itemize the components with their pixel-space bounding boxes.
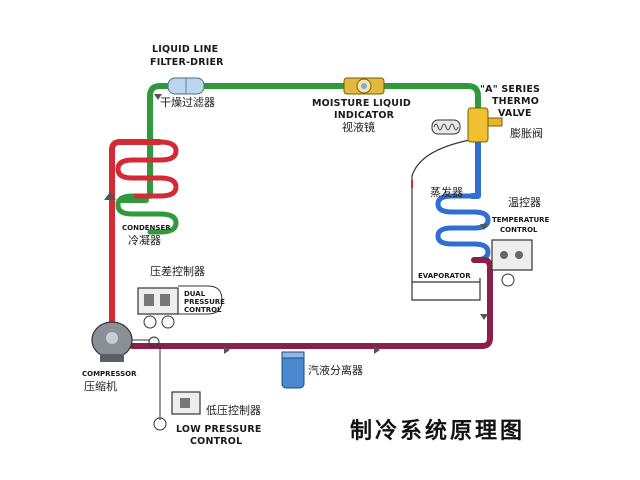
valve-cn: 膨胀阀	[510, 126, 543, 140]
filter-drier-en-1: LIQUID LINE	[152, 44, 218, 55]
compressor-label: COMPRESSOR 压缩机	[82, 370, 137, 393]
sight-glass-icon	[343, 77, 385, 95]
flow-arrows	[104, 94, 488, 354]
sight-glass-en-2: INDICATOR	[334, 110, 395, 121]
temp-control-en-1: TEMPERATURE	[492, 216, 550, 224]
dual-pressure-cn: 压差控制器	[150, 264, 205, 278]
expansion-line	[469, 137, 481, 199]
liquid-line	[119, 83, 481, 203]
filter-drier-icon	[167, 77, 205, 95]
accumulator-cn: 汽液分离器	[308, 363, 363, 377]
compressor-icon	[91, 321, 160, 362]
low-pressure-cn: 低压控制器	[206, 403, 261, 417]
evaporator-en: EVAPORATOR	[418, 272, 471, 280]
accumulator-label: 汽液分离器	[308, 363, 363, 377]
expansion-valve-label: "A" SERIES THERMO VALVE 膨胀阀	[480, 84, 543, 140]
dual-pressure-control-icon	[137, 285, 223, 329]
evaporator-coil	[435, 193, 491, 263]
filter-drier-en-2: FILTER-DRIER	[150, 57, 224, 68]
diagram-title: 制冷系统原理图	[350, 418, 525, 444]
evaporator-housing	[411, 139, 481, 301]
valve-en-1: "A" SERIES	[480, 84, 540, 95]
compressor-en: COMPRESSOR	[82, 370, 137, 378]
temp-control-cn: 温控器	[508, 195, 541, 209]
low-pressure-control-icon	[153, 346, 201, 431]
temp-control-en-2: CONTROL	[500, 226, 538, 234]
low-pressure-control-label: 低压控制器 LOW PRESSURE CONTROL	[176, 403, 262, 447]
dual-pressure-en-3: CONTROL	[184, 306, 222, 314]
filter-drier-label: LIQUID LINE FILTER-DRIER 干燥过滤器	[150, 44, 224, 109]
filter-drier-cn: 干燥过滤器	[160, 96, 215, 109]
dual-pressure-control-label: 压差控制器 DUAL PRESSURE CONTROL	[150, 264, 225, 314]
sensing-bulb-icon	[431, 119, 461, 135]
evaporator-cn: 蒸发器	[430, 185, 463, 199]
suction-line	[129, 257, 493, 349]
dual-pressure-en-1: DUAL	[184, 290, 206, 298]
condenser-label: CONDENSER 冷凝器	[122, 224, 171, 247]
dual-pressure-en-2: PRESSURE	[184, 298, 225, 306]
low-pressure-en-2: CONTROL	[190, 436, 242, 447]
sight-glass-label: MOISTURE LIQUID INDICATOR 视液镜	[312, 98, 411, 134]
temperature-control-icon	[491, 239, 533, 287]
sight-glass-en-1: MOISTURE LIQUID	[312, 98, 411, 109]
expansion-valve-icon	[467, 107, 503, 143]
low-pressure-en-1: LOW PRESSURE	[176, 424, 262, 435]
compressor-cn: 压缩机	[84, 379, 117, 393]
hot-gas-line	[109, 139, 163, 325]
accumulator-icon	[281, 351, 305, 389]
valve-en-2: THERMO	[492, 96, 539, 107]
condenser-coil	[115, 139, 179, 235]
condenser-cn: 冷凝器	[128, 233, 161, 247]
condenser-en: CONDENSER	[122, 224, 171, 232]
temperature-control-label: 温控器 TEMPERATURE CONTROL	[492, 195, 550, 234]
evaporator-label: 蒸发器 EVAPORATOR	[418, 185, 471, 280]
sight-glass-cn: 视液镜	[342, 120, 375, 134]
valve-en-3: VALVE	[498, 108, 532, 119]
